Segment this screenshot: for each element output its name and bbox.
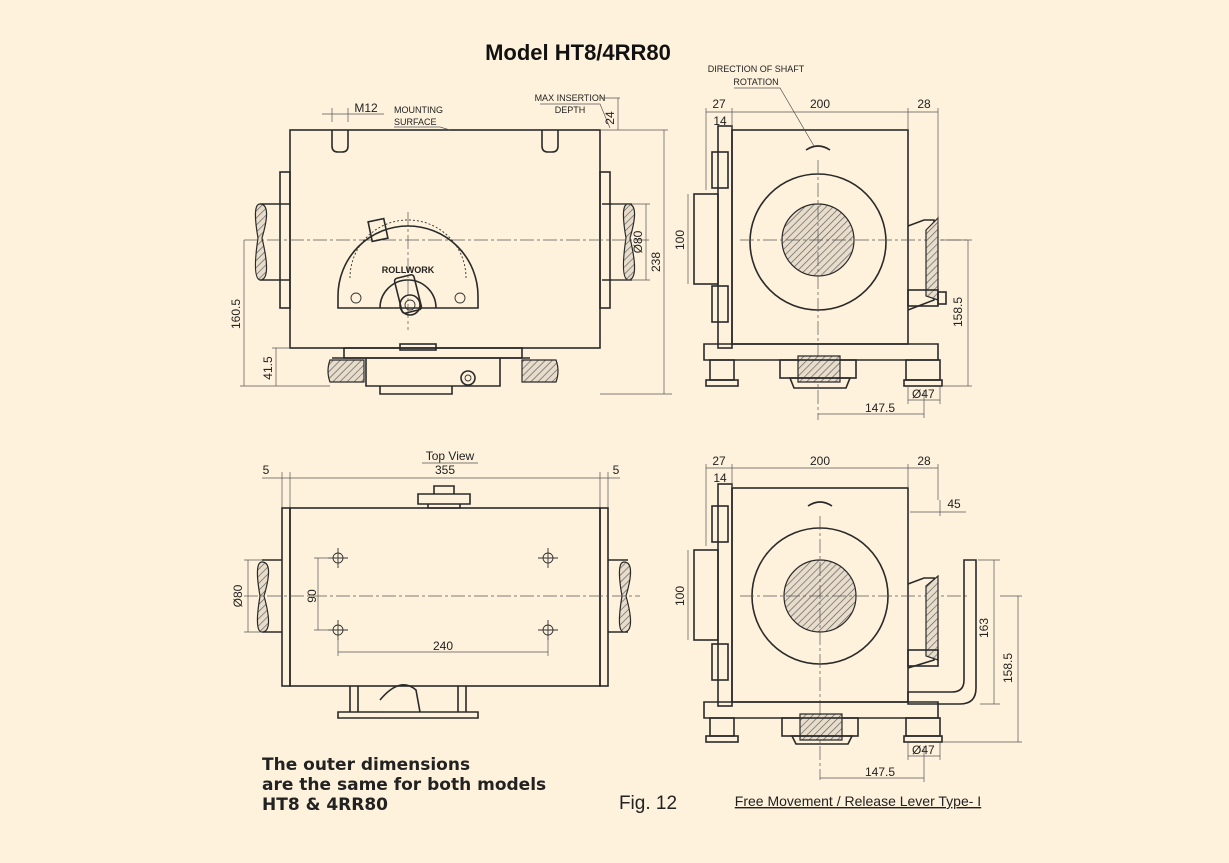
dim-147-5-top: 147.5	[865, 401, 895, 415]
dim-158-5-top: 158.5	[951, 297, 965, 327]
dim-thread: M12	[354, 101, 378, 115]
dim-90: 90	[305, 589, 319, 603]
shaft-section-left	[254, 203, 268, 281]
top-view-label: Top View	[426, 449, 475, 463]
dim-diameter-80-front: Ø80	[631, 230, 645, 253]
dim-diameter-47-bottom: Ø47	[912, 743, 935, 757]
shaft-section-right	[622, 203, 636, 281]
dim-100-top: 100	[673, 230, 687, 250]
dim-28-top: 28	[917, 97, 931, 111]
label-surface: SURFACE	[394, 117, 437, 127]
side-view-top: DIRECTION OF SHAFT ROTATION 27 14 200 28…	[673, 64, 972, 420]
dim-28-bottom: 28	[917, 454, 931, 468]
drawing-title: Model HT8/4RR80	[485, 40, 671, 65]
label-direction: DIRECTION OF SHAFT	[708, 64, 805, 74]
dim-41-5: 41.5	[261, 356, 275, 380]
dim-100-bottom: 100	[673, 586, 687, 606]
housing-top	[289, 507, 601, 687]
dim-5-left: 5	[263, 463, 270, 477]
bolt-pattern	[328, 548, 558, 640]
dim-14-bottom: 14	[713, 471, 727, 485]
note-line-2: are the same for both models	[262, 775, 546, 795]
dim-158-5-bottom: 158.5	[1001, 653, 1015, 683]
dim-27-top: 27	[712, 97, 726, 111]
dim-14-top: 14	[713, 114, 727, 128]
dim-160-5: 160.5	[229, 299, 243, 329]
figure-label: Fig. 12	[619, 793, 677, 814]
label-rotation: ROTATION	[733, 77, 778, 87]
front-view: ROLLWORK M12 MOUNTING SURFACE MAX INSERT…	[229, 93, 672, 395]
release-lever	[907, 559, 977, 705]
dial-brand: ROLLWORK	[382, 265, 435, 275]
dim-163: 163	[977, 618, 991, 638]
note-line-1: The outer dimensions	[262, 755, 470, 775]
dim-200-bottom: 200	[810, 454, 830, 468]
dim-diameter-80-top: Ø80	[231, 584, 245, 607]
dim-200-top: 200	[810, 97, 830, 111]
dim-147-5-bottom: 147.5	[865, 765, 895, 779]
dial-pointer-tab	[367, 217, 389, 243]
dim-5-right: 5	[613, 463, 620, 477]
housing-front	[289, 129, 601, 349]
dim-diameter-47-top: Ø47	[912, 387, 935, 401]
dim-24: 24	[603, 111, 617, 125]
dim-27-bottom: 27	[712, 454, 726, 468]
dim-45: 45	[947, 497, 961, 511]
dial-plate	[337, 225, 479, 309]
dim-240: 240	[433, 639, 453, 653]
dim-355: 355	[435, 463, 455, 477]
note-line-3: HT8 & 4RR80	[262, 795, 388, 815]
lever-caption: Free Movement / Release Lever Type- I	[735, 793, 981, 809]
label-mounting: MOUNTING	[394, 105, 443, 115]
side-view-bottom: 27 14 200 28 45 100 163 158.5 Ø47 147.5	[673, 454, 1022, 782]
top-view: Top View 5 355 5 90 240 Ø80	[231, 449, 640, 719]
label-max-insertion: MAX INSERTION	[535, 93, 606, 103]
label-depth: DEPTH	[555, 105, 586, 115]
dim-238: 238	[649, 252, 663, 272]
